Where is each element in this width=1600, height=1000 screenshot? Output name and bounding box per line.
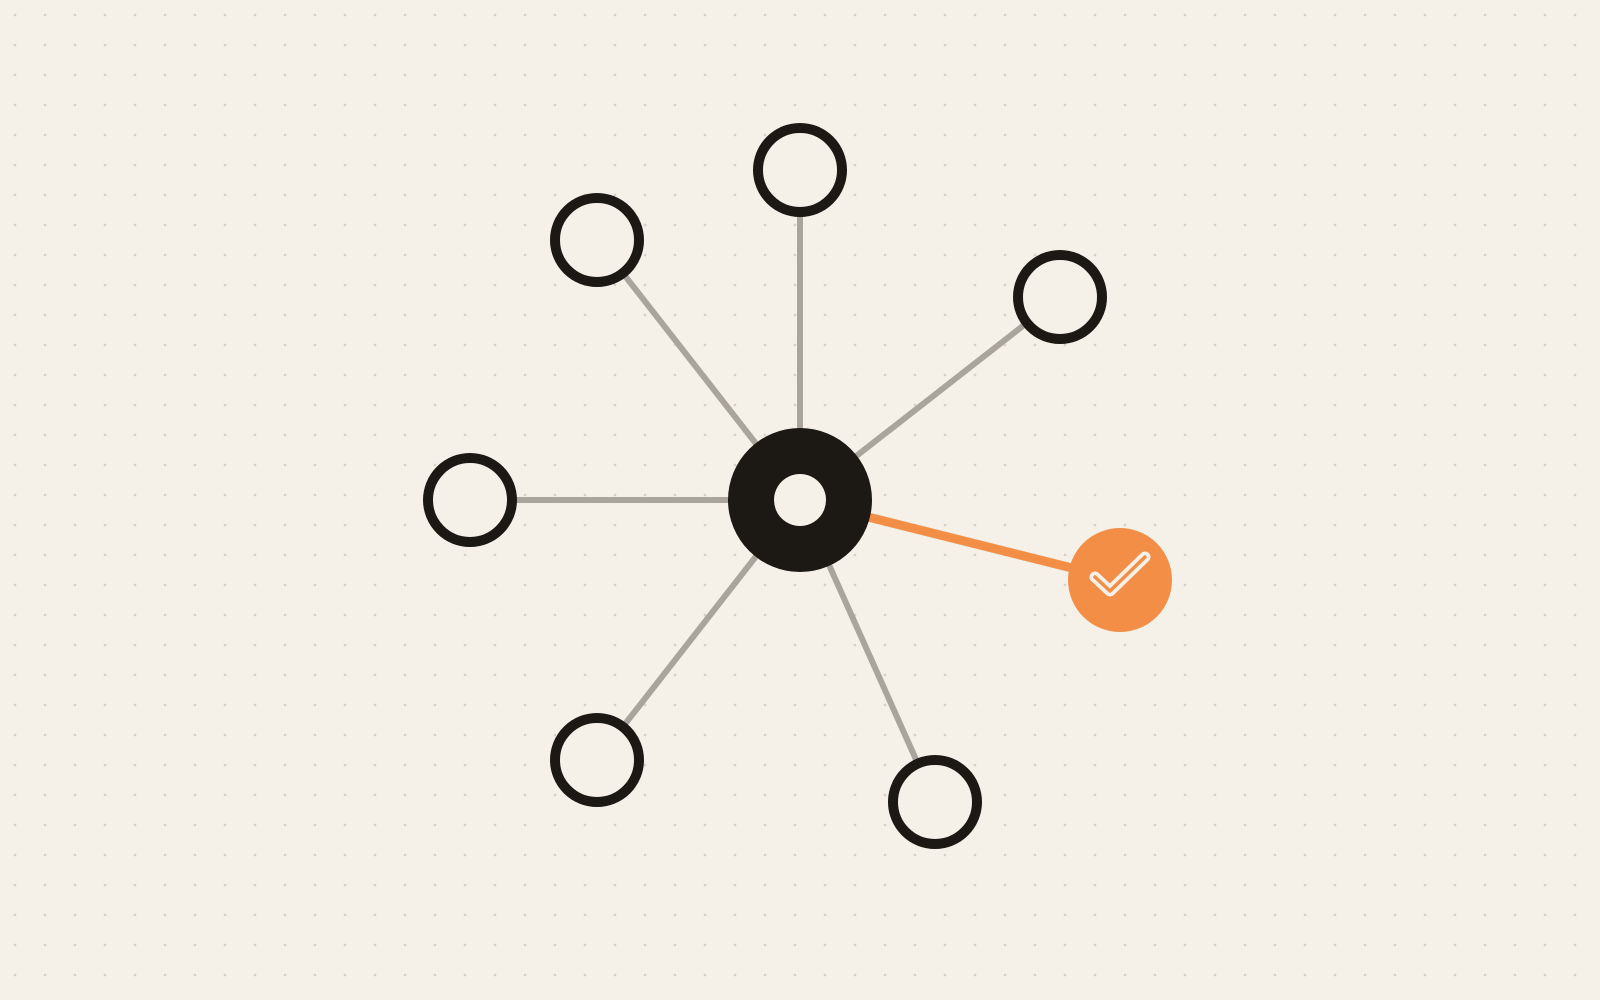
hub-center-dot [774, 474, 826, 526]
check-icon-inner [1093, 555, 1147, 593]
node-upper-left[interactable] [550, 193, 644, 287]
node-right[interactable] [1068, 528, 1172, 632]
node-left[interactable] [423, 453, 517, 547]
node-lower-right[interactable] [888, 755, 982, 849]
node-top[interactable] [753, 123, 847, 217]
hub-node[interactable] [728, 428, 872, 572]
nodes-layer [423, 123, 1172, 849]
node-lower-left[interactable] [550, 713, 644, 807]
node-upper-right[interactable] [1013, 250, 1107, 344]
